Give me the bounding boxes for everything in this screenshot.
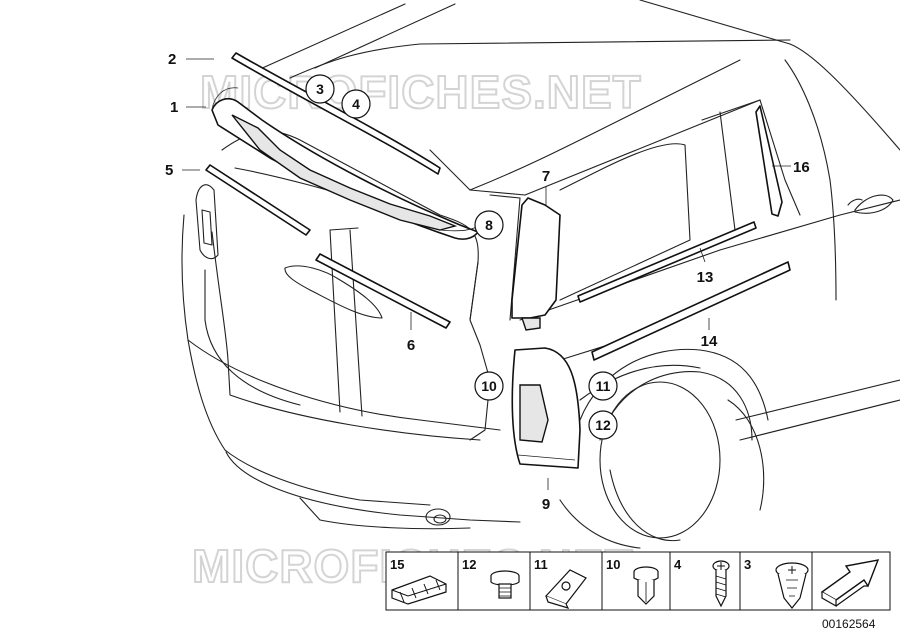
callout-2: 2 (168, 51, 176, 68)
nut-icon (490, 570, 520, 599)
callout-16: 16 (793, 159, 810, 176)
svg-text:4: 4 (674, 557, 682, 572)
svg-text:2: 2 (168, 51, 176, 68)
svg-text:11: 11 (596, 378, 611, 394)
part-16-strip (755, 105, 783, 217)
callout-13: 13 (697, 269, 714, 286)
svg-text:9: 9 (542, 496, 550, 513)
callout-9: 9 (542, 496, 550, 513)
callout-14: 14 (701, 333, 718, 350)
strip-cell-3: 3 (744, 557, 809, 609)
svg-text:10: 10 (481, 378, 497, 394)
strip-cell-4: 4 (674, 557, 730, 608)
callout-7: 7 (542, 168, 550, 185)
svg-text:6: 6 (407, 337, 415, 354)
svg-text:5: 5 (165, 162, 173, 179)
expansion-rivet-icon (633, 566, 659, 605)
part-5-strip (205, 164, 311, 236)
part-7-pillar (511, 197, 561, 319)
svg-text:13: 13 (697, 269, 714, 286)
reference-number: 00162564 (822, 617, 876, 631)
part-2-trim (231, 52, 441, 175)
callout-6: 6 (407, 337, 415, 354)
svg-text:3: 3 (316, 81, 324, 97)
strip-cell-15: 15 (390, 557, 447, 605)
svg-text:14: 14 (701, 333, 718, 350)
part-14-strip (591, 261, 791, 361)
strip-cell-10: 10 (606, 557, 659, 605)
callout-12: 12 (588, 410, 618, 440)
leader-lines (182, 58, 791, 490)
strip-cell-12: 12 (462, 557, 520, 599)
callout-3: 3 (305, 74, 335, 104)
callout-8: 8 (474, 210, 504, 240)
parts-strip: 15 12 11 (385, 551, 891, 611)
strip-cell-11: 11 (534, 557, 587, 609)
svg-text:15: 15 (390, 557, 404, 572)
trim-parts (205, 52, 791, 469)
callout-10: 10 (474, 371, 504, 401)
svg-text:16: 16 (793, 159, 810, 176)
svg-text:7: 7 (542, 168, 550, 185)
svg-text:8: 8 (485, 217, 493, 233)
svg-text:3: 3 (744, 557, 751, 572)
svg-text:12: 12 (595, 417, 611, 433)
callout-1: 1 (170, 99, 178, 116)
direction-arrow-icon (820, 559, 880, 608)
svg-text:10: 10 (606, 557, 620, 572)
callout-4: 4 (341, 89, 371, 119)
part-13-strip (577, 221, 757, 303)
clip-strip-icon (391, 575, 447, 605)
screw-icon (712, 560, 730, 608)
svg-text:12: 12 (462, 557, 476, 572)
push-rivet-icon (775, 562, 809, 609)
svg-text:1: 1 (170, 99, 178, 116)
callout-5: 5 (165, 162, 173, 179)
callout-11: 11 (588, 371, 618, 401)
clip-nut-icon (544, 569, 587, 609)
part-6-strip (315, 253, 451, 329)
svg-text:11: 11 (534, 557, 548, 572)
svg-text:4: 4 (352, 96, 360, 112)
